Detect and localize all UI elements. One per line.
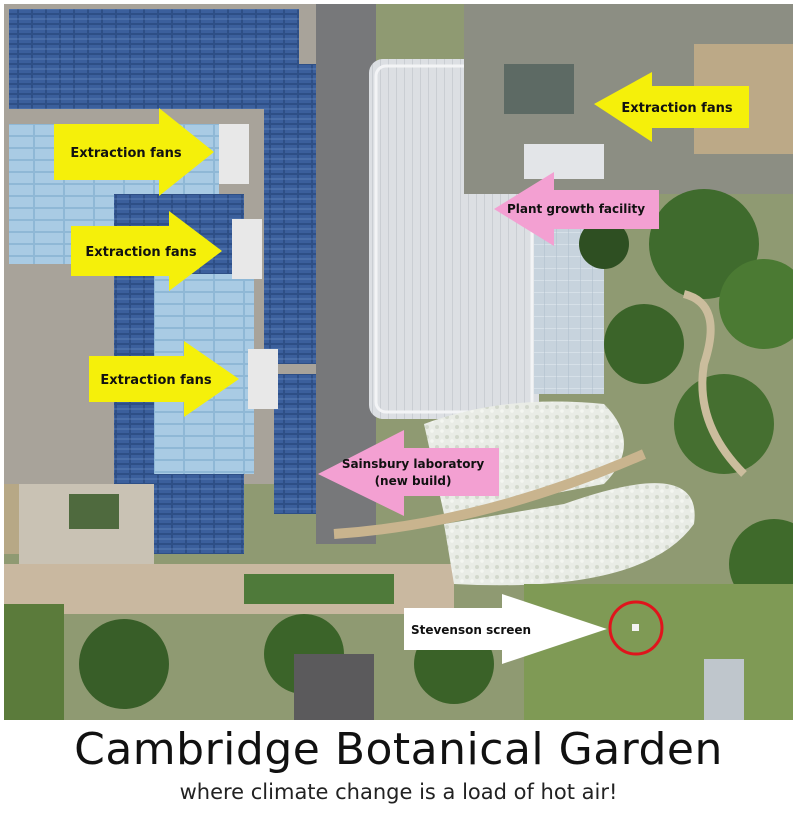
stevenson-screen-marker xyxy=(608,600,664,656)
sainsbury-laboratory-arrow: Sainsbury laboratory (new build) xyxy=(318,430,499,516)
caption: Cambridge Botanical Garden where climate… xyxy=(0,720,797,840)
plant-growth-facility-arrow: Plant growth facility xyxy=(494,172,659,246)
extraction-fans-label-2: Extraction fans xyxy=(85,245,196,260)
caption-title: Cambridge Botanical Garden xyxy=(74,724,723,775)
stevenson-screen-label: Stevenson screen xyxy=(411,623,531,637)
sainsbury-laboratory-label-2: (new build) xyxy=(375,474,452,488)
extraction-fans-label-1: Extraction fans xyxy=(70,146,181,161)
extraction-fans-arrow-2: Extraction fans xyxy=(71,211,222,291)
aerial-map: Extraction fans Extraction fans Extracti… xyxy=(4,4,793,720)
plant-growth-facility-label: Plant growth facility xyxy=(507,202,645,216)
caption-subtitle: where climate change is a load of hot ai… xyxy=(179,780,618,804)
extraction-fans-arrow-4: Extraction fans xyxy=(594,72,749,142)
extraction-fans-arrow-3: Extraction fans xyxy=(89,341,239,417)
extraction-fans-arrow-1: Extraction fans xyxy=(54,108,214,196)
sainsbury-laboratory-label: Sainsbury laboratory xyxy=(342,457,485,471)
extraction-fans-label-4: Extraction fans xyxy=(621,101,732,116)
extraction-fans-label-3: Extraction fans xyxy=(100,373,211,388)
stevenson-screen-arrow: Stevenson screen xyxy=(404,594,607,664)
